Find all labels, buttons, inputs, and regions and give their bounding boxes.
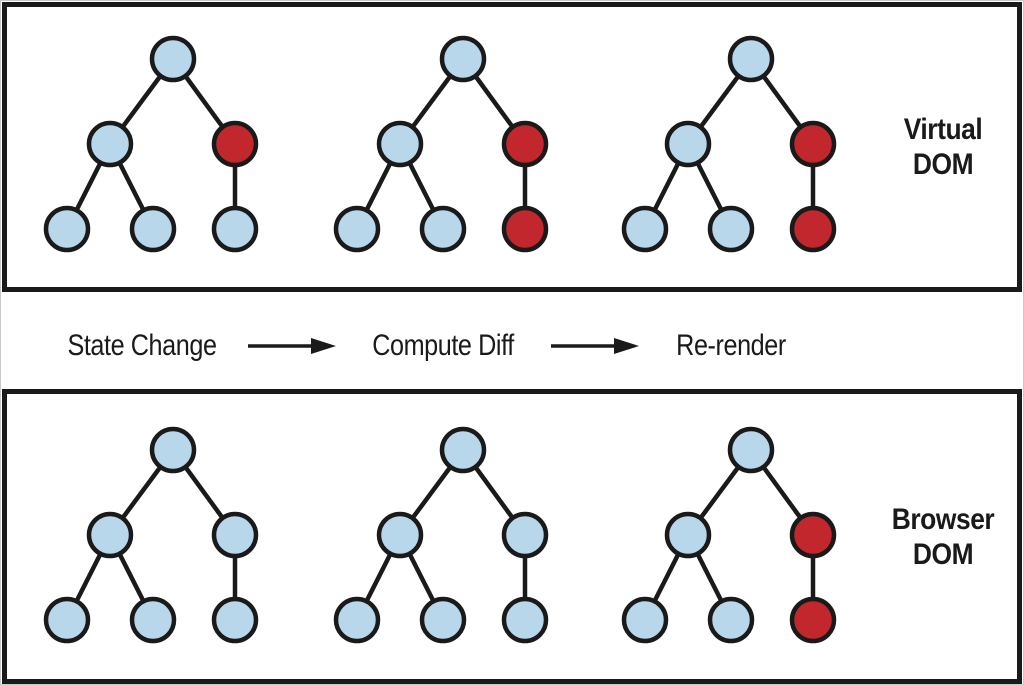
- browser-dom-label: Browser DOM: [890, 502, 996, 572]
- tree-node-blue: [333, 205, 381, 253]
- tree-node-blue: [211, 596, 259, 644]
- tree-node-blue: [376, 511, 424, 559]
- dom-tree: [43, 35, 259, 253]
- virtual-dom-trees: [43, 35, 837, 253]
- tree-node-blue: [664, 511, 712, 559]
- tree-node-blue: [501, 511, 549, 559]
- tree-node-blue: [43, 205, 91, 253]
- tree-node-blue: [149, 426, 197, 474]
- tree-node-blue: [86, 120, 134, 168]
- browser-dom-trees: [43, 426, 837, 644]
- panel-label-line: DOM: [912, 148, 974, 181]
- tree-node-red: [501, 120, 549, 168]
- tree-node-blue: [439, 35, 487, 83]
- tree-node-blue: [707, 596, 755, 644]
- panel-label-line: DOM: [912, 537, 974, 571]
- tree-node-blue: [621, 596, 669, 644]
- tree-node-blue: [501, 596, 549, 644]
- panel-label-line: Browser: [891, 502, 995, 536]
- tree-node-blue: [376, 120, 424, 168]
- tree-node-blue: [419, 596, 467, 644]
- tree-node-red: [501, 205, 549, 253]
- flow-step-compute-diff: Compute Diff: [372, 329, 514, 362]
- tree-node-blue: [333, 596, 381, 644]
- tree-node-red: [789, 511, 837, 559]
- virtual-dom-panel: Virtual DOM: [2, 2, 1022, 292]
- flow-step-state-change: State Change: [67, 329, 217, 362]
- tree-node-blue: [621, 205, 669, 253]
- tree-node-red: [789, 205, 837, 253]
- dom-tree: [333, 35, 549, 253]
- tree-node-red: [789, 120, 837, 168]
- right-arrow-icon: [551, 338, 639, 354]
- tree-node-blue: [86, 511, 134, 559]
- right-arrow-icon: [248, 338, 336, 354]
- tree-node-blue: [727, 426, 775, 474]
- tree-node-red: [789, 596, 837, 644]
- tree-node-blue: [664, 120, 712, 168]
- flow-band: State Change Compute Diff Re-render: [2, 292, 1023, 389]
- flow-step-re-render: Re-render: [676, 329, 786, 362]
- browser-dom-panel: Browser DOM: [2, 389, 1022, 684]
- tree-node-blue: [727, 35, 775, 83]
- tree-node-red: [211, 120, 259, 168]
- dom-tree: [333, 426, 549, 644]
- tree-node-blue: [707, 205, 755, 253]
- tree-node-blue: [419, 205, 467, 253]
- panel-label-line: Virtual: [903, 113, 983, 146]
- tree-node-blue: [129, 205, 177, 253]
- tree-node-blue: [43, 596, 91, 644]
- tree-node-blue: [129, 596, 177, 644]
- tree-node-blue: [439, 426, 487, 474]
- tree-node-blue: [211, 205, 259, 253]
- dom-tree: [621, 35, 837, 253]
- dom-tree: [43, 426, 259, 644]
- tree-node-blue: [211, 511, 259, 559]
- tree-node-blue: [149, 35, 197, 83]
- virtual-dom-label: Virtual DOM: [890, 112, 996, 182]
- dom-tree: [621, 426, 837, 644]
